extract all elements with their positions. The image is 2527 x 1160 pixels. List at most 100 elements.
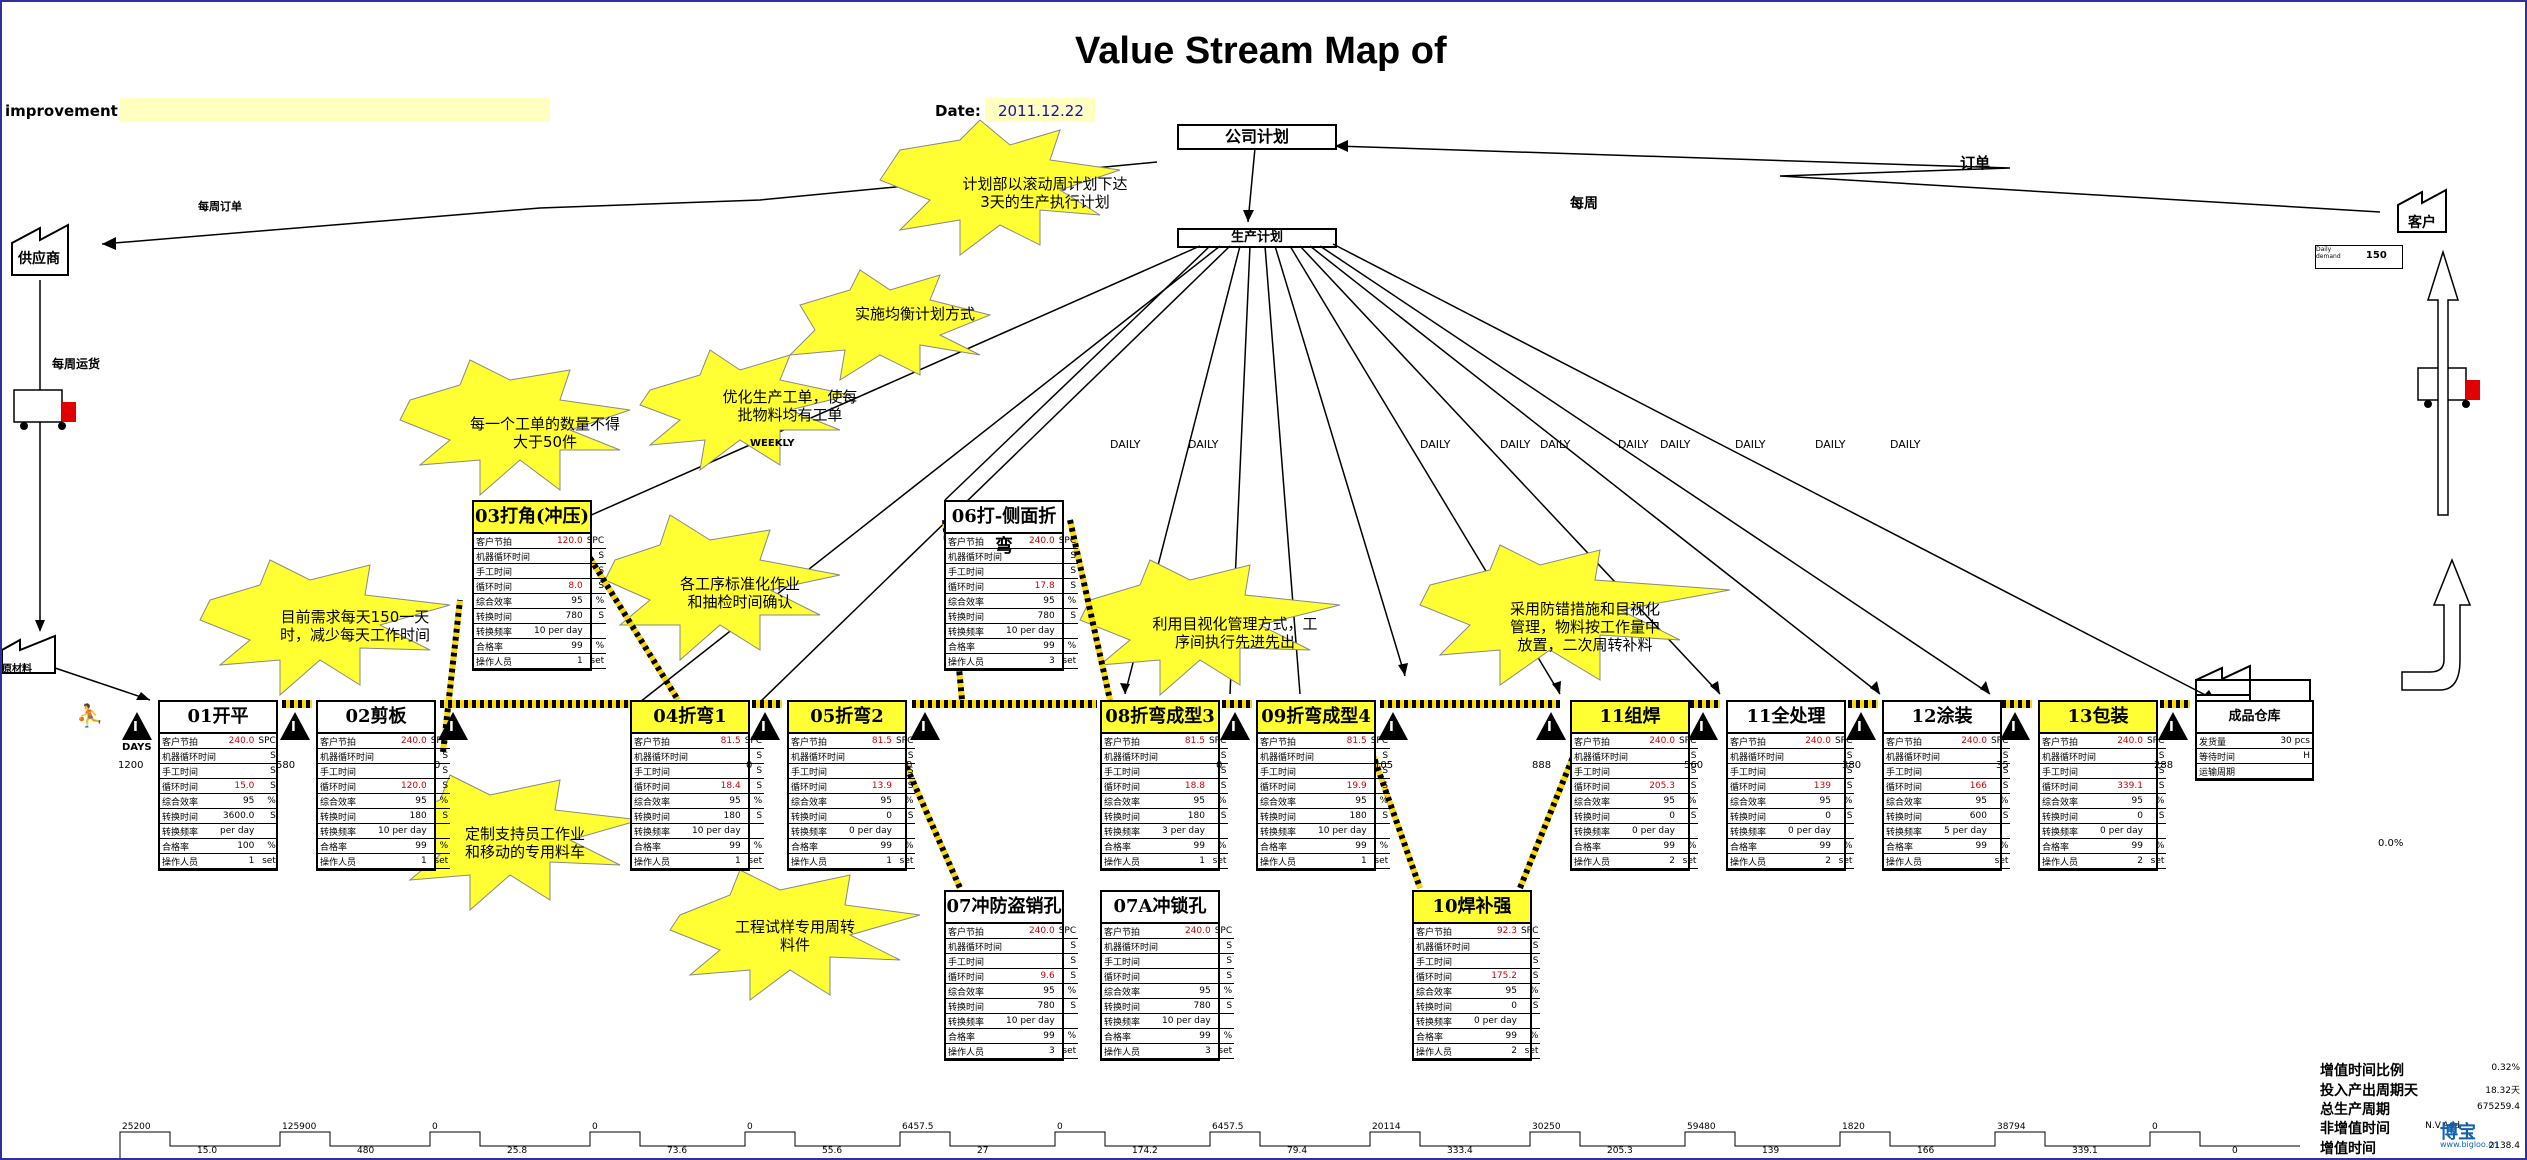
metric-unit: % — [2144, 838, 2167, 854]
metric-unit — [428, 823, 451, 839]
metric-value: 0 per day — [1472, 1013, 1519, 1029]
metric-value: 95 — [1786, 793, 1833, 809]
metric-value — [690, 763, 743, 779]
metric-label: 手工时间 — [632, 763, 691, 779]
metric-unit: % — [256, 793, 278, 809]
metric-label: 转换频率 — [789, 823, 848, 839]
metric-value — [847, 748, 894, 764]
metric-value: 240.0 — [1160, 924, 1213, 939]
metric-label: 转换频率 — [1258, 823, 1317, 839]
date-value[interactable]: 2011.12.22 — [998, 102, 1084, 120]
metric-unit: SPC — [256, 734, 278, 749]
metric-unit — [1832, 823, 1855, 839]
metric-unit: S — [893, 778, 916, 794]
inventory-triangle-icon: I — [280, 712, 310, 740]
push-arrow — [1848, 700, 1878, 708]
metric-value — [1942, 763, 1989, 779]
timeline-wait-value: 0 — [1057, 1122, 1063, 1132]
metric-value: 0 per day — [1630, 823, 1677, 839]
timeline-process-value: 205.3 — [1607, 1146, 1633, 1156]
metric-label: 操作人员 — [789, 853, 848, 869]
metric-unit: S — [1056, 608, 1079, 624]
metric-value: 2 — [1630, 853, 1677, 869]
metric-value: 780 — [1004, 608, 1057, 624]
warehouse-row-value: H — [2259, 748, 2312, 764]
metric-unit: S — [428, 808, 451, 824]
metric-label: 转换频率 — [1728, 823, 1787, 839]
timeline-wait-value: 6457.5 — [902, 1122, 934, 1132]
timeline-process-value: 339.1 — [2072, 1146, 2098, 1156]
metric-value: 95 — [1630, 793, 1677, 809]
metric-unit: set — [256, 853, 278, 869]
timeline-process-value: 0 — [2232, 1146, 2238, 1156]
metric-unit: % — [428, 793, 451, 809]
metric-value: 8.0 — [532, 578, 585, 594]
metric-value: 10 per day — [376, 823, 429, 839]
process-title: 07冲防盗销孔 — [946, 892, 1062, 924]
metric-value: 99 — [1160, 838, 1207, 854]
metric-unit: set — [1676, 853, 1699, 869]
metric-value: 10 per day — [690, 823, 743, 839]
metric-label: 转换频率 — [2040, 823, 2099, 839]
metric-label: 转换时间 — [474, 608, 533, 624]
metric-unit: % — [2144, 793, 2167, 809]
metric-unit: set — [742, 853, 765, 869]
timeline-process-value: 73.6 — [667, 1146, 688, 1156]
metric-label: 客户节拍 — [1728, 734, 1787, 749]
total-cycle-value: 675259.4 — [2477, 1102, 2520, 1112]
metric-unit: % — [1056, 1028, 1079, 1044]
inventory-triangle-icon: I — [438, 712, 468, 740]
metric-label: 转换频率 — [1102, 823, 1161, 839]
timeline-process-value: 333.4 — [1447, 1146, 1473, 1156]
metric-label: 合格率 — [318, 838, 377, 854]
metric-value: 19.9 — [1316, 778, 1369, 794]
warehouse-row-label: 运输周期 — [2197, 763, 2260, 779]
metric-value — [1472, 953, 1519, 969]
metric-value: 81.5 — [847, 734, 894, 749]
metric-label: 合格率 — [1572, 838, 1631, 854]
weekly-order-label: 每周订单 — [198, 200, 242, 213]
metric-value: 180 — [1316, 808, 1369, 824]
inventory-days-label: DAYS — [122, 742, 152, 753]
metric-label: 转换频率 — [946, 623, 1005, 639]
process-title: 01开平 — [160, 702, 276, 734]
metric-label: 综合效率 — [1572, 793, 1631, 809]
metric-label: 客户节拍 — [160, 734, 219, 749]
metric-unit: % — [1832, 838, 1855, 854]
metric-label: 循环时间 — [1728, 778, 1787, 794]
daily-label: DAILY — [1735, 438, 1766, 451]
metric-unit: set — [584, 653, 607, 669]
kaizen-burst-text: 定制支持员工作业和移动的专用料车 — [464, 825, 585, 861]
inventory-triangle-icon: I — [1378, 712, 1408, 740]
metric-label: 客户节拍 — [789, 734, 848, 749]
metric-value — [2098, 763, 2145, 779]
timeline-process-value: 480 — [357, 1146, 375, 1156]
metric-label: 手工时间 — [474, 563, 533, 579]
metric-label: 机器循环时间 — [1572, 748, 1631, 764]
metric-unit: S — [1832, 763, 1855, 779]
metric-value: 10 per day — [532, 623, 585, 639]
metric-value: 240.0 — [2098, 734, 2145, 749]
metric-value — [1160, 938, 1213, 954]
kaizen-burst-text: 工程试样专用周转料件 — [735, 918, 856, 954]
improvement-field[interactable] — [120, 98, 550, 122]
metric-label: 操作人员 — [1414, 1043, 1473, 1059]
metric-unit: % — [1518, 983, 1541, 999]
push-arrow — [2002, 700, 2032, 708]
metric-label: 手工时间 — [2040, 763, 2099, 779]
metric-label: 机器循环时间 — [1414, 938, 1473, 954]
metric-unit: % — [1212, 983, 1235, 999]
metric-value: 95 — [847, 793, 894, 809]
metric-unit: S — [1518, 953, 1541, 969]
lead-days-label: 投入产出周期天 — [2320, 1083, 2418, 1099]
metric-label: 客户节拍 — [632, 734, 691, 749]
metric-unit: % — [1676, 793, 1699, 809]
metric-value — [1316, 763, 1369, 779]
metric-value: 1 — [1316, 853, 1369, 869]
metric-label: 客户节拍 — [1102, 924, 1161, 939]
metric-unit: % — [1368, 793, 1391, 809]
metric-value: 95 — [1004, 983, 1057, 999]
